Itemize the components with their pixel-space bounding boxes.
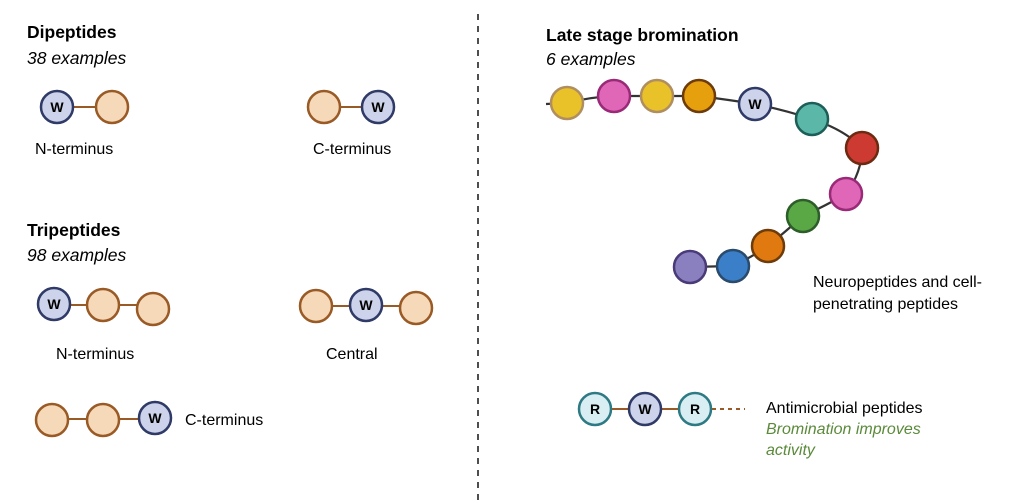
residue-label: W <box>748 96 762 112</box>
residue-label: W <box>47 296 61 312</box>
chain-residue <box>794 101 830 137</box>
residue-generic <box>398 290 434 326</box>
chain-residue <box>549 85 585 121</box>
tripeptide-n-terminus: W <box>36 286 171 327</box>
residue-label: W <box>148 410 162 426</box>
tripeptide-central-label: Central <box>326 346 378 363</box>
tripeptide-c-terminus-label: C-terminus <box>185 412 264 429</box>
antimicrobial-peptide: R W R <box>577 391 745 427</box>
bromination-note-line1: Bromination improves <box>766 421 921 438</box>
chain-residue <box>750 228 786 264</box>
residue-generic <box>298 288 334 324</box>
residue-tryptophan <box>137 400 173 436</box>
dipeptide-n-terminus: W <box>39 89 130 125</box>
residue-label: W <box>638 401 652 417</box>
residue-tryptophan <box>39 89 75 125</box>
tripeptides-title: Tripeptides <box>27 220 121 240</box>
dipeptide-c-terminus-label: C-terminus <box>313 141 392 158</box>
residue-label: R <box>590 401 600 417</box>
bromination-note-line2: activity <box>766 442 815 459</box>
residue-tryptophan <box>360 89 396 125</box>
chain-residue <box>785 198 821 234</box>
chain-residue <box>844 130 880 166</box>
residue-arginine <box>677 391 713 427</box>
residue-tryptophan <box>348 287 384 323</box>
chain-residue <box>681 78 717 114</box>
chain-residue <box>672 249 708 285</box>
peptide-chain: W <box>545 78 880 285</box>
tripeptides-count: 98 examples <box>27 245 127 265</box>
chain-residue-tryptophan <box>737 86 773 122</box>
chain-residue <box>639 78 675 114</box>
residue-generic <box>94 89 130 125</box>
tripeptide-c-terminus: W <box>34 400 173 438</box>
tripeptide-n-terminus-label: N-terminus <box>56 346 135 363</box>
residue-label: W <box>50 99 64 115</box>
residue-generic <box>135 291 171 327</box>
dipeptide-n-terminus-label: N-terminus <box>35 141 114 158</box>
residue-generic <box>306 89 342 125</box>
residue-tryptophan <box>627 391 663 427</box>
residue-tryptophan <box>36 286 72 322</box>
residue-generic <box>34 402 70 438</box>
residue-arginine <box>577 391 613 427</box>
residue-label: W <box>359 297 373 313</box>
residue-label: W <box>371 99 385 115</box>
chain-residue <box>715 248 751 284</box>
residue-generic <box>85 402 121 438</box>
tripeptide-central: W <box>298 287 434 326</box>
dipeptides-count: 38 examples <box>27 48 127 68</box>
residue-label: R <box>690 401 700 417</box>
dipeptides-title: Dipeptides <box>27 22 117 42</box>
bromination-title: Late stage bromination <box>546 25 739 45</box>
bromination-count: 6 examples <box>546 49 636 69</box>
neuropeptides-label-line2: penetrating peptides <box>813 296 958 313</box>
chain-residue <box>828 176 864 212</box>
residue-generic <box>85 287 121 323</box>
chain-residue <box>596 78 632 114</box>
antimicrobial-label: Antimicrobial peptides <box>766 400 923 417</box>
neuropeptides-label-line1: Neuropeptides and cell- <box>813 274 982 291</box>
dipeptide-c-terminus: W <box>306 89 396 125</box>
